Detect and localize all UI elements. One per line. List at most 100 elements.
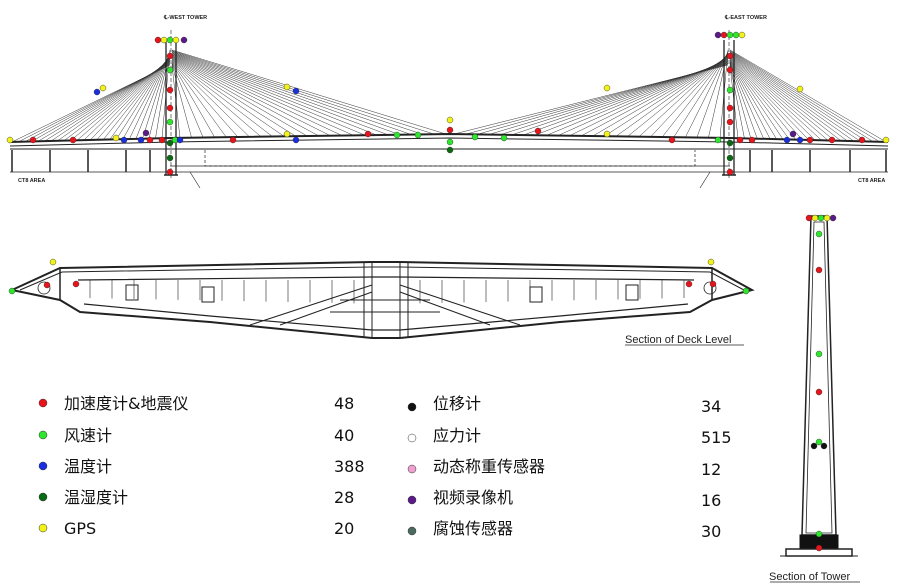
- sensor-dot: [112, 134, 120, 142]
- stay-cable: [96, 56, 171, 140]
- stay-cable: [171, 59, 273, 137]
- sensor-dot: [732, 31, 740, 39]
- sensor-dot: [707, 258, 715, 266]
- sensor-dot: [726, 118, 734, 126]
- sensor-dot: [815, 388, 823, 396]
- sensor-dot: [858, 136, 866, 144]
- sensor-dot: [726, 139, 734, 147]
- stay-cable: [729, 57, 809, 141]
- sensor-dot: [820, 442, 828, 450]
- legend-label-corrosion-sensor: 腐蚀传感器: [433, 519, 513, 538]
- stay-cable: [729, 55, 835, 141]
- stay-cable: [129, 53, 171, 140]
- stay-cable: [171, 58, 285, 137]
- stay-cable: [627, 55, 729, 137]
- sensor-dot: [603, 130, 611, 138]
- stay-cable: [729, 49, 887, 143]
- legend-count-strain-gauge: 515: [701, 428, 732, 447]
- legend-label-hygrothermograph: 温湿度计: [64, 488, 128, 507]
- sensor-dot: [166, 104, 174, 112]
- stay-cable: [729, 50, 880, 142]
- sensor-dot: [726, 66, 734, 74]
- displacement-meter-marker: [407, 402, 417, 412]
- sensor-dot: [726, 86, 734, 94]
- stay-cable: [70, 58, 171, 141]
- stay-cable: [148, 51, 171, 139]
- sensor-dot: [471, 133, 479, 141]
- stay-cable: [729, 60, 784, 140]
- sensor-dot: [668, 136, 676, 144]
- legend-label-accelerometer: 加速度计&地震仪: [64, 394, 188, 413]
- sensor-dot: [166, 139, 174, 147]
- sensor-dot: [748, 136, 756, 144]
- sensor-dot: [829, 214, 837, 222]
- sensor-dot: [142, 129, 150, 137]
- sensor-dot: [828, 136, 836, 144]
- stay-cable: [729, 55, 829, 141]
- stay-cable: [171, 56, 319, 137]
- corrosion-sensor-marker: [407, 526, 417, 536]
- sensor-dot: [500, 134, 508, 142]
- legend-count-thermometer: 388: [334, 457, 365, 476]
- stay-cable: [729, 62, 764, 139]
- accelerometer-marker: [38, 398, 48, 408]
- legend-count-weigh-in-motion: 12: [701, 460, 721, 479]
- legend-item-hygrothermograph: 温湿度计 28: [38, 488, 354, 507]
- stay-cable: [171, 62, 215, 138]
- sensor-dot: [393, 131, 401, 139]
- sensor-dot: [292, 87, 300, 95]
- stay-cable: [604, 56, 729, 137]
- stay-cable: [729, 51, 874, 142]
- legend-item-gps: GPS 20: [38, 519, 354, 538]
- stay-cable: [546, 59, 729, 136]
- stay-cable: [685, 51, 729, 138]
- sensor-dot: [783, 136, 791, 144]
- stay-cables: [11, 49, 887, 143]
- legend-count-corrosion-sensor: 30: [701, 522, 721, 541]
- sensor-dot: [283, 130, 291, 138]
- sensor-dot: [806, 136, 814, 144]
- stay-cable: [171, 55, 343, 136]
- sensor-dot: [603, 84, 611, 92]
- sensor-dot: [736, 136, 744, 144]
- sensor-dot: [815, 230, 823, 238]
- sensor-dot: [534, 127, 542, 135]
- sensor-dot: [796, 136, 804, 144]
- sensor-dot: [720, 31, 728, 39]
- sensor-dot: [166, 154, 174, 162]
- stay-cable: [103, 55, 171, 140]
- stay-cable: [729, 52, 861, 142]
- legend-count-gps: 20: [334, 519, 354, 538]
- sensor-dot: [738, 31, 746, 39]
- sensor-dot: [714, 136, 722, 144]
- hygrothermograph-marker: [38, 492, 48, 502]
- stay-cable: [638, 54, 729, 137]
- legend-item-anemometer: 风速计 40: [38, 426, 354, 445]
- legend-label-anemometer: 风速计: [64, 426, 112, 445]
- left-area-label: CT8 AREA: [18, 178, 45, 184]
- stay-cable: [615, 55, 729, 137]
- legend-label-video-recorder: 视频录像机: [433, 488, 513, 507]
- stay-cable: [135, 52, 171, 139]
- sensor-dot: [229, 136, 237, 144]
- sensor-dot: [166, 52, 174, 60]
- sensor-dot: [742, 287, 750, 295]
- sensor-dot: [815, 350, 823, 358]
- stay-cable: [557, 58, 729, 136]
- sensor-dot: [446, 126, 454, 134]
- stay-cable: [171, 58, 296, 137]
- legend-item-accelerometer: 加速度计&地震仪 48: [38, 394, 354, 413]
- sensor-dot: [446, 146, 454, 154]
- stay-cable: [116, 54, 171, 140]
- stay-cable: [661, 53, 729, 138]
- sensor-dot: [796, 85, 804, 93]
- sensor-dot: [811, 214, 819, 222]
- sensor-dot: [726, 154, 734, 162]
- stay-cable: [155, 50, 171, 139]
- sensor-dot: [815, 266, 823, 274]
- strain-gauge-marker: [407, 433, 417, 443]
- sensor-dot: [180, 36, 188, 44]
- sensor-dot: [137, 136, 145, 144]
- sensor-dot: [292, 136, 300, 144]
